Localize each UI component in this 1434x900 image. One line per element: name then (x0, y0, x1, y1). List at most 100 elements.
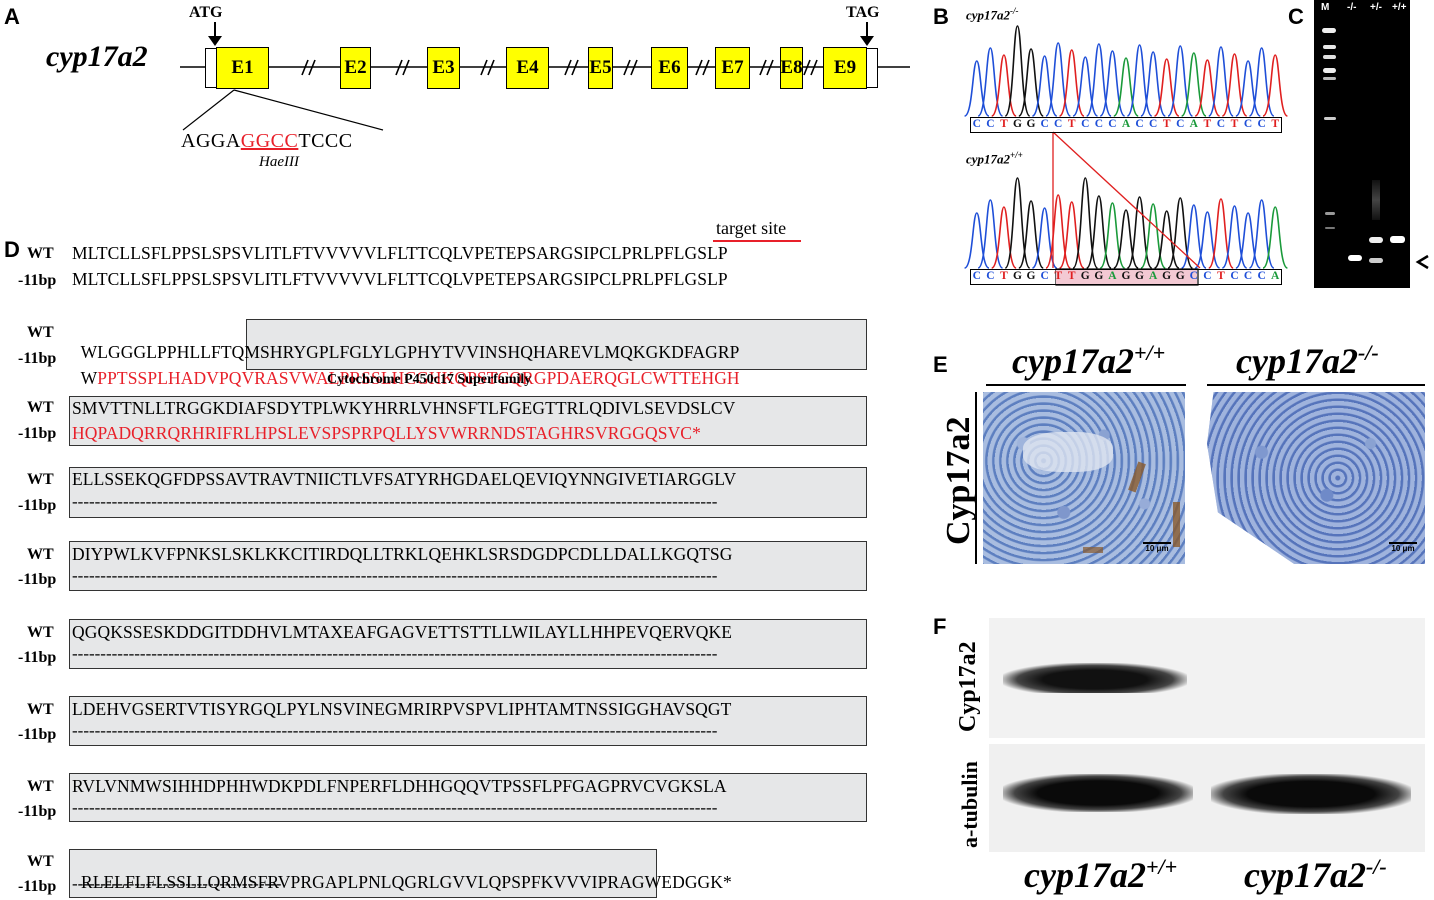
superfamily-label: Cytochrome P450c17 Superfamily (327, 372, 532, 387)
wt-seq-row6: LDEHVGSERTVTISYRGQLPYLNSVINEGMRIRPVSPVLI… (72, 699, 732, 719)
wt-base-call: T (1217, 270, 1225, 282)
seq-box-wt (970, 269, 1282, 285)
band-arrow-icon (1415, 254, 1429, 270)
deleted-seq-row3: ----------------------------------------… (72, 492, 718, 511)
wt-base-call: T (1067, 270, 1076, 282)
panel-letter-d: D (4, 237, 20, 262)
superfamily-box-row8 (69, 849, 657, 898)
wt-base-call: G (1121, 270, 1131, 282)
mut-label-row0: -11bp (18, 272, 57, 289)
mutant-base-call: C (1148, 118, 1158, 130)
exon-4: E4 (506, 47, 549, 89)
superfamily-box-row5 (69, 619, 867, 669)
ihc-ko-image: 10 μm (1207, 392, 1425, 564)
ihc-wt-title-rule (986, 384, 1186, 386)
mutant-base-call: C (1257, 118, 1266, 130)
wb-target-band-wt (1003, 663, 1187, 693)
exon-2: E2 (340, 47, 371, 89)
wt-label-row6: WT (27, 701, 54, 718)
wt-base-call: G (1012, 270, 1022, 282)
stop-codon-label: TAG (846, 4, 880, 21)
seq-box-mutant (970, 117, 1282, 133)
mut-seq-row1: WPPTSSPLHADVPQVRASVWALPRSSLHCGHKQPSTCQRG… (80, 368, 740, 388)
wt-label-row7: WT (27, 778, 54, 795)
wt-base-call: C (1040, 270, 1049, 282)
ihc-wt-brown-stain (1128, 461, 1146, 493)
target-site-underline (713, 240, 801, 242)
mutant-trace-peak (1262, 54, 1289, 117)
mut-label-row1: -11bp (18, 350, 57, 367)
mut-seq-row2: HQPADQRRQRHRIFRLHPSLEVSPSPRPQLLYSVWRRNDS… (72, 423, 701, 443)
wt-base-call: G (1175, 270, 1185, 282)
wt-seq-row8: RLELFLFLSSLLQRMSFRVPRGAPLPNLQGRLGVVLQPSP… (80, 872, 732, 892)
deleted-seq-row7: ----------------------------------------… (72, 798, 718, 817)
superfamily-box-row6 (69, 696, 867, 746)
panel-letter-e: E (933, 352, 948, 377)
marker-band (1325, 212, 1335, 215)
marker-band (1325, 227, 1335, 229)
mutant-base-call: C (1243, 118, 1253, 130)
marker-band (1324, 117, 1336, 120)
chromatogram-mutant-label: cyp17a2-/- (966, 6, 1019, 23)
exon-9: E9 (823, 47, 867, 89)
ko-band (1348, 255, 1362, 261)
wt-base-call: G (1080, 270, 1090, 282)
marker-band (1323, 77, 1336, 80)
marker-band (1323, 55, 1336, 59)
wb-loading-band-wt (1003, 774, 1193, 812)
wt-label-row1: WT (27, 324, 54, 341)
wt-seq-row2: SMVTTNLLTRGGKDIAFSDYTPLWKYHRRLVHNSFTLFGE… (72, 398, 736, 418)
wb-target-blot (989, 618, 1425, 738)
panel-letter-b: B (933, 4, 949, 29)
wt-label-row3: WT (27, 471, 54, 488)
mutant-base-call: T (1230, 118, 1239, 130)
ihc-wt-title: cyp17a2+/+ (1012, 340, 1166, 381)
wt-seq-row5: QGQKSSESKDDGITDDHVLMTAXEAFGAGVETTSTTLLWI… (72, 622, 733, 642)
wt-base-call: G (1094, 270, 1104, 282)
mut-seq-row0: MLTCLLSFLPPSLSPSVLITLFTVVVVVLFLTTCQLVPET… (72, 269, 728, 289)
mut-label-row3: -11bp (18, 497, 57, 514)
wt-base-call: C (1257, 270, 1266, 282)
agarose-gel: M -/- +/- +/+ (1314, 0, 1410, 288)
wt-seq-row7: RVLVNMWSIHHDPHHWDKPDLFNPERFLDHHGQQVTPSSF… (72, 776, 727, 796)
mut-label-row2: -11bp (18, 425, 57, 442)
wt-base-call: T (1054, 270, 1062, 282)
wb-target-label: Cyp17a2 (955, 641, 981, 732)
mutant-base-call: C (1216, 118, 1226, 130)
mutant-base-call: C (1081, 118, 1090, 130)
wt-seq-row1: WLGGGLPPHLLFTQMSHRYGPLFGLYLGPHYTVVINSHQH… (80, 342, 740, 362)
wt-base-call: C (1230, 270, 1239, 282)
mutant-base-call: A (1189, 118, 1198, 130)
panel-letter-a: A (4, 4, 20, 29)
wt-trace-peak (1072, 177, 1099, 269)
ihc-ko-scale-bar: 10 μm (1389, 542, 1417, 553)
wt-label-row0: WT (27, 245, 54, 262)
wt-base-call: A (1148, 270, 1158, 282)
mutant-base-call: T (1271, 118, 1279, 130)
mutant-base-call: G (1026, 118, 1036, 130)
deleted-seq-row8: ---------------------------------------- (72, 874, 282, 893)
mutant-base-call: T (1162, 118, 1171, 130)
lane-label-ko: -/- (1347, 2, 1357, 13)
deleted-seq-row5: ----------------------------------------… (72, 644, 718, 663)
wt-base-call: C (1189, 270, 1198, 282)
exon-1: E1 (216, 47, 269, 89)
exon-5: E5 (588, 47, 613, 89)
wt-base-call: A (1271, 270, 1280, 282)
ihc-wt-image: 10 μm (983, 392, 1185, 564)
ihc-ko-title: cyp17a2-/- (1236, 340, 1379, 381)
chromatogram-wt-label: cyp17a2+/+ (966, 150, 1023, 167)
mutant-base-call: C (1108, 118, 1117, 130)
target-seq-prefix: AGGA (181, 130, 241, 152)
mutant-trace-peak (1004, 25, 1031, 117)
wt-base-call: A (1108, 270, 1117, 282)
chromatogram-traces (963, 25, 1289, 286)
ihc-ko-title-rule (1207, 384, 1425, 386)
exon-3: E3 (427, 47, 460, 89)
wt-label-row2: WT (27, 399, 54, 416)
wt-label-row4: WT (27, 546, 54, 563)
wt-band (1390, 236, 1405, 243)
exon-6: E6 (651, 47, 688, 89)
